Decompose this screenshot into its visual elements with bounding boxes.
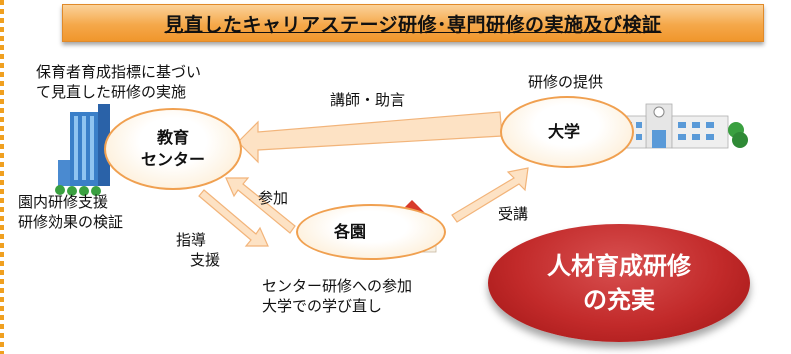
left-dashed-border <box>0 0 4 354</box>
participate-arrow <box>225 177 296 234</box>
guidance-arrow <box>198 189 269 247</box>
guidance-arrow-label-line2: 支援 <box>190 251 221 269</box>
kakuen-bottom-note-line1: センター研修への参加 <box>262 277 413 295</box>
attend-arrow <box>451 167 529 223</box>
page-title: 見直したキャリアステージ研修･専門研修の実施及び検証 <box>164 13 662 36</box>
center-top-note-line1: 保育者育成指標に基づい <box>36 63 202 81</box>
result-oval: 人材育成研修 の充実 <box>488 224 750 342</box>
center-top-note-line2: て見直した研修の実施 <box>36 83 187 101</box>
university-node: 大学 <box>500 96 634 168</box>
center-bottom-note-line2: 研修効果の検証 <box>18 213 124 231</box>
center-bottom-note: 園内研修支援 研修効果の検証 <box>18 192 123 232</box>
education-center-node: 教育 センター <box>104 108 242 190</box>
university-top-note: 研修の提供 <box>528 73 604 91</box>
kakuen-bottom-note: センター研修への参加 大学での学び直し <box>262 276 412 316</box>
guidance-arrow-label-line1: 指導 <box>176 231 207 249</box>
education-center-label-line1: 教育 <box>156 128 189 147</box>
university-label: 大学 <box>548 122 581 141</box>
education-center-label-line2: センター <box>140 150 205 169</box>
kakuen-node: 各園 <box>296 204 446 260</box>
attend-arrow-label: 受講 <box>498 205 529 223</box>
center-top-note: 保育者育成指標に基づい て見直した研修の実施 <box>36 62 201 102</box>
title-banner: 見直したキャリアステージ研修･専門研修の実施及び検証 <box>62 4 764 42</box>
kakuen-bottom-note-line2: 大学での学び直し <box>262 297 383 315</box>
result-line1: 人材育成研修 <box>547 252 691 280</box>
participate-arrow-label: 参加 <box>258 189 289 207</box>
lecturer-arrow <box>237 111 503 164</box>
office-building-icon <box>55 104 110 196</box>
center-bottom-note-line1: 園内研修支援 <box>18 193 109 211</box>
lecturer-arrow-label: 講師・助言 <box>330 91 406 109</box>
result-line2: の充実 <box>583 286 655 314</box>
kakuen-label: 各園 <box>334 222 367 241</box>
guidance-arrow-label: 指導 支援 <box>176 230 220 270</box>
